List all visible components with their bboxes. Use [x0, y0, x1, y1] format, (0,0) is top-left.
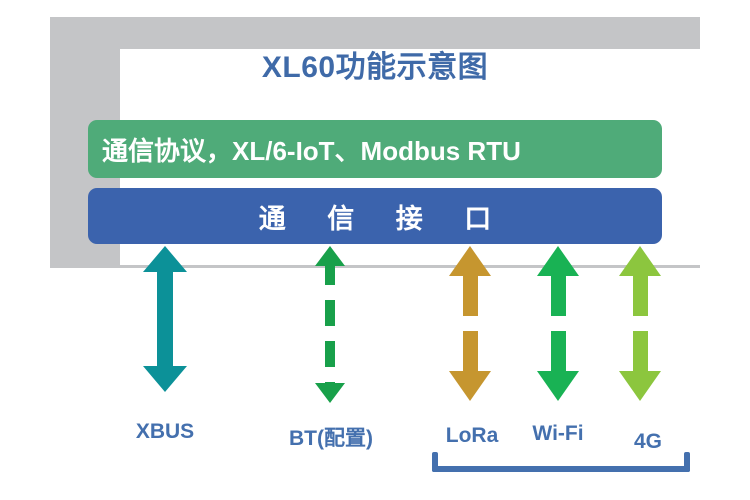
wireless-group-bracket	[432, 452, 690, 472]
bracket-left-arm	[432, 452, 438, 472]
interface-bar: 通 信 接 口	[88, 188, 662, 244]
downlink-arrow-icon	[440, 331, 500, 401]
arrow-4g	[610, 246, 670, 401]
arrow-head-up-icon	[449, 246, 491, 276]
arrow-stem	[550, 276, 566, 316]
arrow-head-down-icon	[537, 371, 579, 401]
uplink-downlink-arrow-pair-icon	[528, 246, 588, 401]
arrow-head-up-icon	[315, 246, 345, 266]
page-title: XL60功能示意图	[261, 51, 489, 84]
port-label-4g: 4G	[633, 430, 663, 453]
uplink-arrow-icon	[440, 246, 500, 316]
arrow-wifi	[528, 246, 588, 401]
arrow-stem	[157, 262, 173, 376]
port-label-xbus: XBUS	[135, 420, 195, 443]
arrow-head-up-icon	[619, 246, 661, 276]
port-label-lora: LoRa	[445, 424, 499, 447]
bracket-right-arm	[684, 452, 690, 472]
uplink-arrow-icon	[610, 246, 670, 316]
arrow-lora	[440, 246, 500, 401]
arrow-xbus	[135, 246, 195, 392]
port-label-bt: BT(配置)	[289, 427, 373, 450]
protocol-bar: 通信协议，XL/6-IoT、Modbus RTU	[88, 120, 662, 178]
arrow-stem	[462, 276, 478, 316]
arrow-stem	[462, 331, 478, 371]
double-headed-arrow-icon	[135, 246, 195, 392]
downlink-arrow-icon	[610, 331, 670, 401]
arrow-head-down-icon	[449, 371, 491, 401]
arrow-bt	[300, 246, 360, 403]
uplink-downlink-arrow-pair-icon	[610, 246, 670, 401]
uplink-downlink-arrow-pair-icon	[440, 246, 500, 401]
arrow-head-down-icon	[143, 366, 187, 392]
dashed-double-headed-arrow-icon	[300, 246, 360, 403]
arrow-head-down-icon	[315, 383, 345, 403]
arrow-head-down-icon	[619, 371, 661, 401]
arrow-stem	[632, 276, 648, 316]
arrow-stem	[632, 331, 648, 371]
uplink-arrow-icon	[528, 246, 588, 316]
port-label-wifi: Wi-Fi	[532, 422, 584, 445]
arrow-head-up-icon	[537, 246, 579, 276]
arrow-dashed-stem	[325, 259, 335, 389]
bracket-base	[432, 466, 690, 472]
arrow-stem	[550, 331, 566, 371]
downlink-arrow-icon	[528, 331, 588, 401]
